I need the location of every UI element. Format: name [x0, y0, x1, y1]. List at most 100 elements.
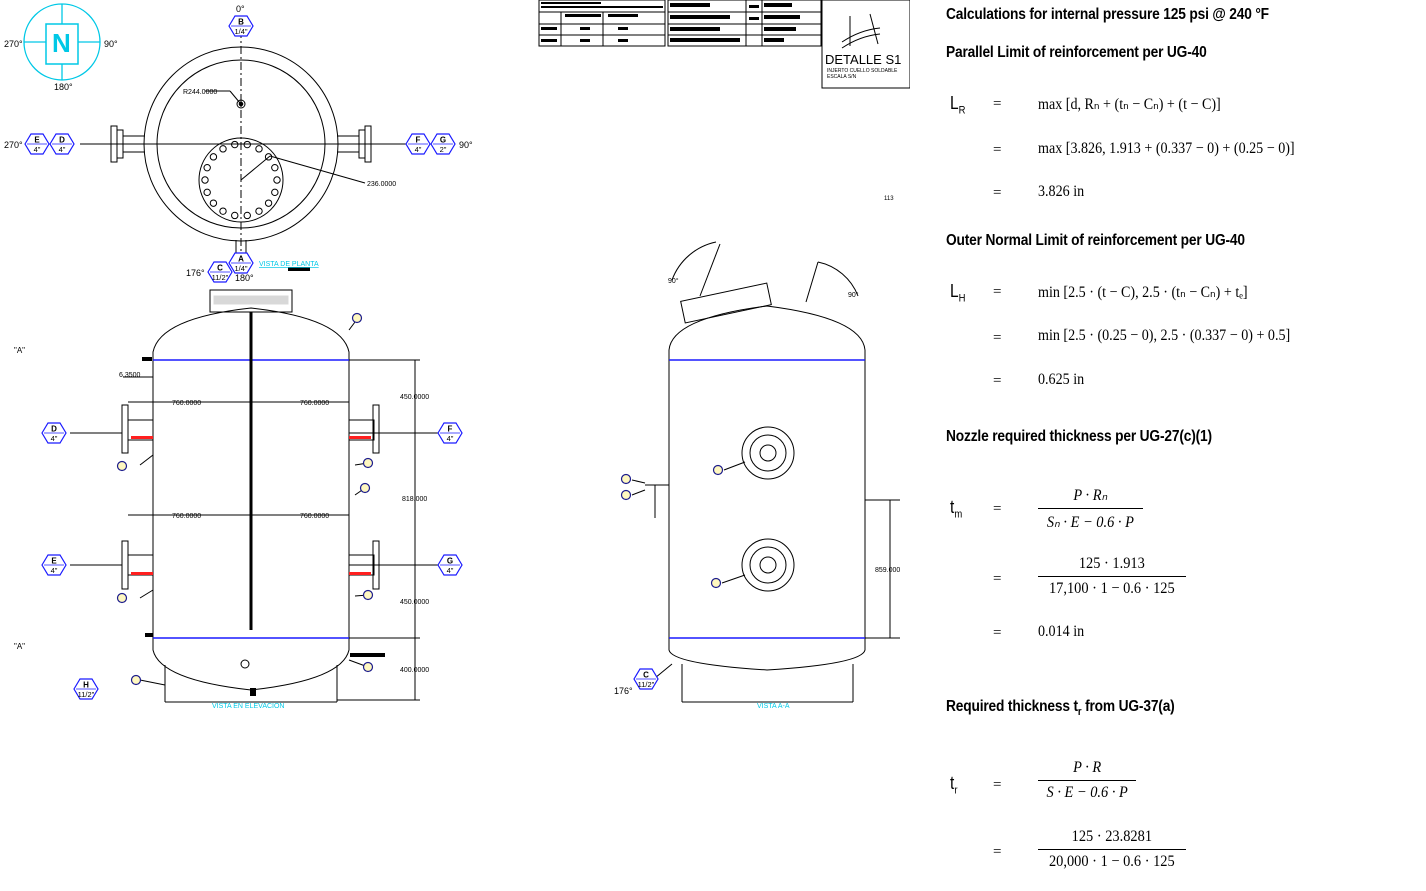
- svg-text:F: F: [448, 425, 453, 434]
- svg-text:H: H: [83, 681, 89, 690]
- section-mark-bottom: "A": [14, 642, 25, 651]
- item-balloon: [620, 473, 632, 485]
- lr-substitution: max [3.826, 1.913 + (0.337 − 0) + (0.25 …: [1038, 140, 1295, 157]
- manway-bolt-hole: [255, 207, 263, 215]
- side-view-shell: [631, 241, 900, 703]
- lh-symbol: LH: [950, 281, 966, 305]
- tr-eq-1: =: [993, 777, 1002, 793]
- radius-label: R244.0000: [183, 89, 217, 96]
- tr-fraction-values: 125 · 23.8281 20,000 · 1 − 0.6 · 125: [1038, 828, 1186, 871]
- svg-text:4": 4": [415, 145, 422, 154]
- manway-bolt-hole: [231, 211, 239, 220]
- compass-north-letter: N: [52, 28, 71, 58]
- dim-859: 859.000: [875, 567, 900, 574]
- manway-bolt-hole: [203, 188, 211, 197]
- svg-text:4": 4": [59, 145, 66, 154]
- svg-text:4": 4": [34, 145, 41, 154]
- nozzle-tag-h: H11/2": [73, 678, 99, 700]
- tr-eq-2: =: [993, 844, 1002, 860]
- nozzle-tag-e: E4": [24, 133, 50, 155]
- dim-760-a: 760.0000: [172, 400, 201, 407]
- side-angle-left: 90°: [668, 277, 679, 285]
- compass-east-label: 90°: [104, 39, 118, 49]
- manway-bolt-hole: [243, 211, 251, 220]
- svg-text:1/4": 1/4": [234, 264, 247, 273]
- svg-text:C: C: [643, 671, 649, 680]
- detail-title: DETALLE S1: [825, 52, 901, 67]
- manway-bolt-hole: [201, 176, 209, 184]
- item-balloon: [620, 489, 632, 501]
- svg-text:G: G: [440, 136, 446, 145]
- nozzle-tag-f: F4": [405, 133, 431, 155]
- svg-text:4": 4": [447, 434, 454, 443]
- item-balloon: [130, 674, 142, 686]
- svg-text:C: C: [217, 264, 223, 273]
- nozzle-tag-b: B1/4": [228, 15, 254, 37]
- dim-760-c: 760.0000: [172, 513, 201, 520]
- item-balloon: [710, 577, 722, 589]
- manway-bolt-circle: [201, 140, 281, 220]
- manway-bolt-hole: [271, 163, 279, 172]
- item-balloon: [362, 589, 374, 601]
- manway-bolt-hole: [264, 199, 273, 207]
- manway-bolt-hole: [243, 140, 251, 149]
- svg-text:D: D: [59, 136, 65, 145]
- lr-eq-3: =: [993, 185, 1002, 201]
- dim-760-b: 760.0000: [300, 400, 329, 407]
- elevation-view-title: VISTA EN ELEVACION: [212, 703, 285, 710]
- svg-text:2": 2": [440, 145, 447, 154]
- side-label-176: 176°: [614, 686, 633, 696]
- dim-400: 400.0000: [400, 667, 429, 674]
- lr-result: 3.826 in: [1038, 183, 1085, 200]
- nozzle-tag-a: A1/4": [228, 252, 254, 274]
- elevation-shell: [70, 289, 438, 703]
- lr-eq-2: =: [993, 142, 1002, 158]
- nozzle-tags: B1/4"E4"D4"F4"G2"C11/2"A1/4"D4"F4"E4"G4"…: [24, 15, 659, 700]
- tr-fraction: P · R S · E − 0.6 · P: [1038, 759, 1137, 802]
- top-label-180: 180°: [235, 273, 254, 283]
- compass-south-label: 180°: [54, 82, 73, 92]
- svg-text:A: A: [238, 255, 244, 264]
- svg-text:11/2": 11/2": [212, 273, 229, 282]
- svg-text:B: B: [238, 18, 244, 27]
- top-label-176: 176°: [186, 268, 205, 278]
- manway-bolt-hole: [219, 207, 227, 215]
- svg-text:11/2": 11/2": [638, 680, 655, 689]
- calc-title: Calculations for internal pressure 125 p…: [946, 6, 1269, 23]
- required-thickness-heading: Required thickness tr from UG-37(a): [946, 698, 1175, 719]
- tm-eq-3: =: [993, 625, 1002, 641]
- lh-eq-3: =: [993, 373, 1002, 389]
- svg-text:11/2": 11/2": [78, 690, 95, 699]
- tm-eq-1: =: [993, 501, 1002, 517]
- manway-bolt-hole: [203, 163, 211, 172]
- nozzle-thickness-heading: Nozzle required thickness per UG-27(c)(1…: [946, 428, 1212, 445]
- nozzle-tag-d: D4": [49, 133, 75, 155]
- svg-text:E: E: [34, 136, 40, 145]
- nozzle-tag-c: C11/2": [633, 668, 659, 690]
- tm-symbol: tm: [950, 497, 963, 521]
- dim-760-d: 760.0000: [300, 513, 329, 520]
- item-balloon: [351, 312, 363, 324]
- outer-limit-heading: Outer Normal Limit of reinforcement per …: [946, 232, 1245, 249]
- lr-eq-1: =: [993, 96, 1002, 112]
- nozzle-tag-g: G2": [430, 133, 456, 155]
- tm-fraction-values: 125 · 1.913 17,100 · 1 − 0.6 · 125: [1038, 555, 1186, 598]
- elevation-tags: [142, 267, 385, 696]
- tm-fraction: P · Rₙ Sₙ · E − 0.6 · P: [1038, 485, 1143, 532]
- item-balloon: [362, 661, 374, 673]
- manway-bolt-hole: [273, 176, 281, 184]
- table-fills: [541, 2, 800, 42]
- manway-bolt-hole: [271, 188, 279, 197]
- top-label-270: 270°: [4, 140, 23, 150]
- svg-text:4": 4": [447, 566, 454, 575]
- top-label-90: 90°: [459, 140, 473, 150]
- tm-eq-2: =: [993, 571, 1002, 587]
- svg-text:D: D: [51, 425, 57, 434]
- compass-west-label: 270°: [4, 39, 23, 49]
- detail-line2: ESCALA S/N: [827, 74, 857, 80]
- item-balloon: [359, 482, 371, 494]
- manway-bolt-hole: [255, 145, 263, 153]
- plan-view-title: VISTA DE PLANTA: [259, 261, 319, 268]
- item-balloon: [712, 464, 724, 476]
- section-mark-top: "A": [14, 346, 25, 355]
